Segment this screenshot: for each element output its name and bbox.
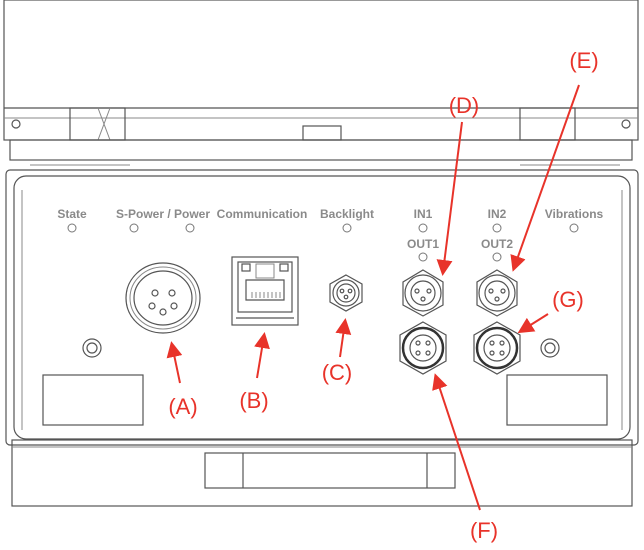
- arrow-b: [254, 332, 270, 379]
- bottom-housing: [11, 439, 633, 507]
- led-backlight: [342, 223, 352, 233]
- top-housing: [3, 0, 639, 166]
- led-in1: [418, 223, 428, 233]
- led-out1: [418, 252, 428, 262]
- led-s-power: [129, 223, 139, 233]
- led-label-communication: Communication: [217, 207, 308, 221]
- screw-left: [82, 338, 102, 358]
- arrow-a: [166, 341, 183, 384]
- power-connector: [125, 262, 201, 334]
- in1-out1-connector: [402, 269, 444, 317]
- arrow-d: [436, 121, 463, 276]
- front-panel: [5, 169, 639, 446]
- arrow-e: [510, 84, 580, 272]
- led-state: [67, 223, 77, 233]
- led-power: [185, 223, 195, 233]
- callout-g: (G): [552, 287, 584, 312]
- arrow-c: [335, 318, 352, 358]
- callout-a: (A): [168, 394, 197, 419]
- led-label-backlight: Backlight: [320, 207, 374, 221]
- led-vibrations: [569, 223, 579, 233]
- led-label-vibrations: Vibrations: [545, 207, 604, 221]
- led-label-in1: IN1: [414, 207, 433, 221]
- callout-e: (E): [569, 48, 598, 73]
- led-label-out2: OUT2: [481, 237, 513, 251]
- arrow-f: [432, 373, 481, 511]
- label-plate-left: [42, 374, 144, 426]
- callout-d: (D): [449, 93, 480, 118]
- connector-g: [473, 321, 521, 375]
- callout-f: (F): [470, 518, 498, 543]
- in2-out2-connector: [476, 269, 518, 317]
- callout-b: (B): [239, 388, 268, 413]
- led-label-in2: IN2: [488, 207, 507, 221]
- arrow-g: [517, 313, 549, 334]
- backlight-connector: [329, 274, 363, 312]
- label-plate-right: [506, 374, 608, 426]
- led-label-state: State: [57, 207, 87, 221]
- ethernet-port: [231, 256, 299, 326]
- connector-f: [399, 321, 447, 375]
- led-label-power: S-Power / Power: [116, 207, 210, 221]
- screw-right: [540, 338, 560, 358]
- callout-c: (C): [322, 360, 353, 385]
- led-label-out1: OUT1: [407, 237, 439, 251]
- led-in2: [492, 223, 502, 233]
- led-out2: [492, 252, 502, 262]
